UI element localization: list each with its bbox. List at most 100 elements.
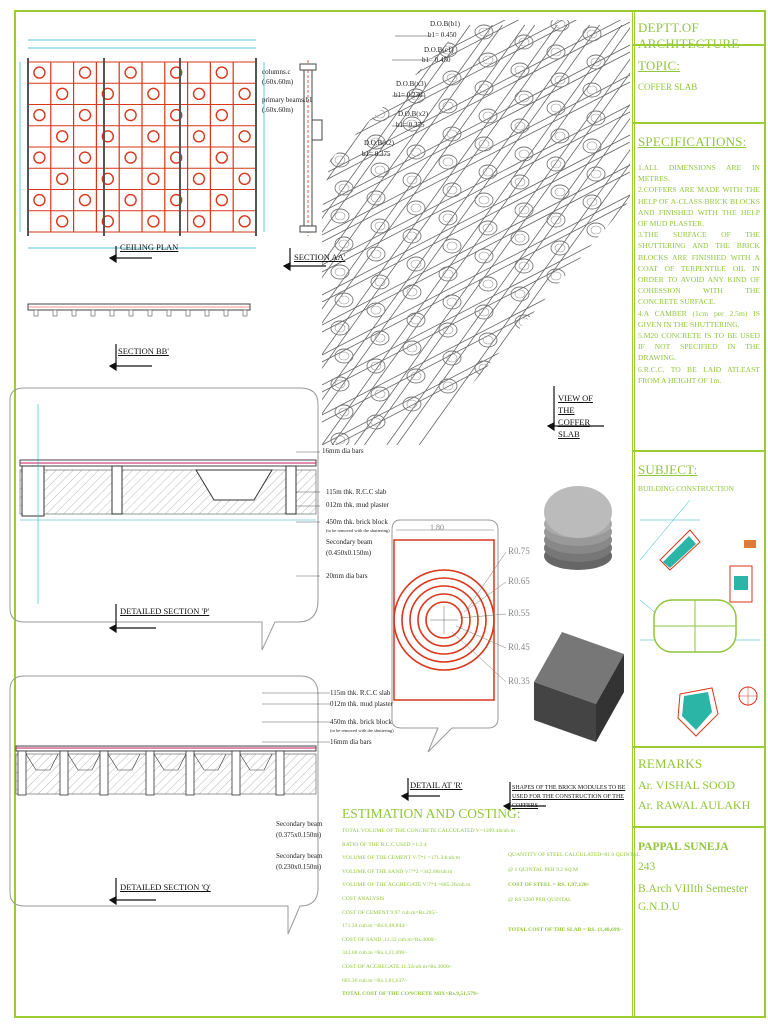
coffer-dome xyxy=(402,340,422,356)
label: (0.450x0.150m) xyxy=(326,549,372,557)
estimation-line: TOTAL COST OF THE CONCRETE MIX=Rs.9,51,5… xyxy=(342,991,480,998)
detail-at-r xyxy=(391,519,507,753)
coffer-mark xyxy=(147,215,160,228)
radius-label: R0.35 xyxy=(508,676,530,686)
coffer-dome xyxy=(474,304,494,320)
specification-item: 5.M20 CONCRETE IS TO BE USED IF NOT SPEC… xyxy=(638,331,760,363)
topic-heading: TOPIC: xyxy=(638,58,681,73)
ceiling-plan-title: CEILING PLAN xyxy=(120,242,179,252)
coffer-dome xyxy=(586,54,606,70)
label: 012m thk. mud plaster xyxy=(330,700,393,708)
estimation-line: 342.68 cub.m =Rs.1,21,098/- xyxy=(342,950,408,957)
coffer-dome xyxy=(406,368,426,384)
coffer-mark xyxy=(56,87,69,101)
columns-label: columns.c xyxy=(262,68,291,76)
steel-line: @ RS 3200 PER QUINTAL xyxy=(508,897,572,903)
coffer-mark xyxy=(147,130,160,143)
estimation-line: COST OF SAND .11.32 cub.m=Rs.4000/- xyxy=(342,936,437,943)
coffer-mark xyxy=(215,151,229,164)
coffer-dome xyxy=(474,192,494,208)
dob-value: b1= 0.450 xyxy=(428,31,457,39)
coffer-dome xyxy=(402,284,422,300)
dob-name: D.O.B(x2) xyxy=(364,139,394,147)
coffer-dome xyxy=(370,50,390,66)
coffer-dome xyxy=(442,126,462,142)
coffer-dome xyxy=(478,164,498,180)
estimation-line: 685.36 cub.m =Rs.1,81,637/- xyxy=(342,977,408,984)
sheet-border xyxy=(14,10,766,1018)
coffer-dome xyxy=(334,236,354,252)
course: B.Arch VIIIth Semester xyxy=(638,883,748,895)
label: 20mm dia bars xyxy=(326,572,368,580)
ceiling-plan xyxy=(19,39,265,249)
coffer-dome xyxy=(546,212,566,228)
coffer-dome xyxy=(582,26,602,42)
estimation-line: 171.34 cub.m =Rs.6,48,844/- xyxy=(342,923,408,930)
coffer-dome xyxy=(510,286,530,302)
coffer-dome xyxy=(370,386,390,402)
divider xyxy=(632,826,766,828)
coffer-dome xyxy=(546,100,566,116)
coffer-dome xyxy=(442,238,462,254)
coffer-dome xyxy=(334,68,354,84)
estimation-heading: ESTIMATION AND COSTING: xyxy=(342,806,521,821)
dob-name: D.O.B(x2) xyxy=(398,110,428,118)
coffer-mark xyxy=(238,87,251,101)
coffer-dome xyxy=(366,246,386,262)
detailed-section-p xyxy=(9,387,320,651)
coffer-dome xyxy=(438,98,458,114)
section-bb-title: SECTION BB' xyxy=(118,346,169,356)
label: Secondary beam xyxy=(326,538,373,546)
coffer-dome xyxy=(546,44,566,60)
roll-number: 243 xyxy=(638,861,656,873)
coffer-dome xyxy=(442,294,462,310)
coffer-dome xyxy=(474,80,494,96)
coffer-dome xyxy=(582,306,602,322)
estimation-line: RATIO OF THE R.C.C USED =1:2:4 xyxy=(342,841,427,848)
coffer-mark xyxy=(192,215,206,228)
coffer-dome xyxy=(334,292,354,308)
coffer-dome xyxy=(550,20,570,32)
coffer-mark xyxy=(238,130,251,143)
coffer-dome xyxy=(514,146,534,162)
detailed-section-p-title: DETAILED SECTION 'P' xyxy=(120,606,210,616)
section-aa xyxy=(299,60,323,236)
coffer-dome xyxy=(370,274,390,290)
coffer-dome xyxy=(438,210,458,226)
iso-leaders xyxy=(362,35,430,156)
remark-line: Ar. RAWAL AULAKH xyxy=(638,798,751,812)
dob-value: b1= 0.375 xyxy=(396,121,425,129)
label: 16mm dia bars xyxy=(330,738,372,746)
radius-label: R0.45 xyxy=(508,642,530,652)
coffer-dome xyxy=(510,342,530,358)
coffer-mark xyxy=(169,193,183,207)
subject-value: BUILDING CONSTRUCTION xyxy=(638,484,735,493)
coffer-mark xyxy=(192,172,206,186)
coffer-dome xyxy=(582,194,602,210)
coffer-dome xyxy=(550,240,570,256)
coffer-grid xyxy=(27,58,257,236)
coffer-dome xyxy=(546,324,566,340)
remark-line: Ar. VISHAL SOOD xyxy=(638,778,736,792)
coffer-mark xyxy=(147,172,160,186)
coffer-mark xyxy=(192,87,206,101)
coffer-dome xyxy=(478,220,498,236)
coffer-dome xyxy=(402,116,422,132)
estimation-line: TOTAL VOLUME OF THE CONCRETE CALCULATED … xyxy=(342,828,515,834)
coffer-dome xyxy=(330,152,350,168)
coffer-mark xyxy=(78,66,92,79)
dob-value: b1= 0.450 xyxy=(422,56,451,64)
coffer-dome xyxy=(334,124,354,140)
detailed-section-q-title: DETAILED SECTION 'Q' xyxy=(120,882,211,892)
coffer-mark xyxy=(101,172,115,186)
coffer-isometric-view xyxy=(322,20,630,445)
coffer-dome xyxy=(406,256,426,272)
coffer-dome xyxy=(550,184,570,200)
label: Secondary beam xyxy=(276,820,323,828)
coffer-dome xyxy=(474,24,494,40)
label: 115m thk. R.C.C slab xyxy=(330,689,391,697)
coffer-dome xyxy=(330,208,350,224)
coffer-dome xyxy=(586,278,606,294)
